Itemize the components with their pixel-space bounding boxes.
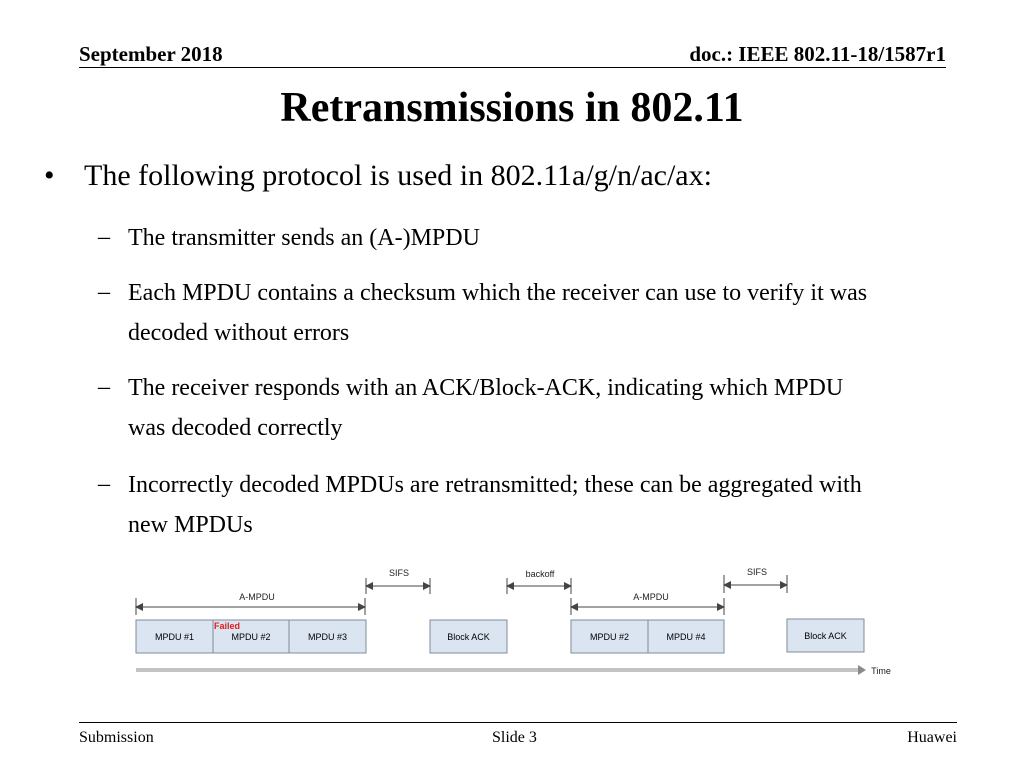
mpdu-label: MPDU #2 <box>590 632 629 642</box>
subbullet-2: Each MPDU contains a checksum which the … <box>128 273 867 353</box>
header-doc-id: doc.: IEEE 802.11-18/1587r1 <box>689 42 946 66</box>
block-ack-label: Block ACK <box>804 631 847 641</box>
mpdu-box <box>135 619 214 654</box>
backoff-label: backoff <box>526 569 555 579</box>
block-ack-box <box>786 618 865 653</box>
subbullet-1: The transmitter sends an (A-)MPDU <box>128 218 480 258</box>
subbullet-2-line-2: decoded without errors <box>128 320 350 346</box>
mpdu-label: MPDU #2 <box>231 632 270 642</box>
mpdu-label: MPDU #4 <box>666 632 705 642</box>
sifs-2-label: SIFS <box>747 567 767 577</box>
mpdu-box <box>647 619 725 654</box>
mpdu-label: MPDU #3 <box>308 632 347 642</box>
subbullet-4-line-2: new MPDUs <box>128 512 253 538</box>
header-date: September 2018 <box>79 42 223 66</box>
subbullet-dash: – <box>98 374 110 400</box>
subbullet-4: Incorrectly decoded MPDUs are retransmit… <box>128 465 862 545</box>
block-ack-label: Block ACK <box>447 632 490 642</box>
bullet-marker: • <box>44 159 55 192</box>
ampdu-1-label: A-MPDU <box>239 592 275 602</box>
time-axis-arrowhead-icon <box>858 665 866 675</box>
footer-company: Huawei <box>907 729 957 746</box>
second-ampdu-frame: MPDU #2 MPDU #4 <box>570 619 725 654</box>
subbullet-3-line-1: The receiver responds with an ACK/Block-… <box>128 375 844 401</box>
subbullet-3: The receiver responds with an ACK/Block-… <box>128 368 843 448</box>
footer-slide-number: Slide 3 <box>492 729 537 746</box>
mpdu-box <box>570 619 649 654</box>
mpdu-label: MPDU #1 <box>155 632 194 642</box>
subbullet-2-line-1: Each MPDU contains a checksum which the … <box>128 280 868 306</box>
subbullet-1-line-1: The transmitter sends an (A-)MPDU <box>128 225 480 251</box>
ampdu-2-label: A-MPDU <box>633 592 669 602</box>
subbullet-dash: – <box>98 279 110 305</box>
subbullet-4-line-1: Incorrectly decoded MPDUs are retransmit… <box>128 472 862 498</box>
subbullet-3-line-2: was decoded correctly <box>128 415 343 441</box>
block-ack-box <box>429 619 508 654</box>
sifs-1-label: SIFS <box>389 568 409 578</box>
header-rule <box>79 67 946 68</box>
subbullet-dash: – <box>98 471 110 497</box>
time-axis-label: Time <box>871 666 891 676</box>
mpdu-box <box>288 619 367 654</box>
footer-submission: Submission <box>79 729 154 746</box>
bullet-text: The following protocol is used in 802.11… <box>84 159 712 192</box>
failed-label: Failed <box>214 621 240 631</box>
slide-title: Retransmissions in 802.11 <box>280 85 744 131</box>
subbullet-dash: – <box>98 224 110 250</box>
footer-rule <box>79 722 957 723</box>
first-ampdu-frame: MPDU #1 MPDU #2 MPDU #3 <box>135 619 367 654</box>
